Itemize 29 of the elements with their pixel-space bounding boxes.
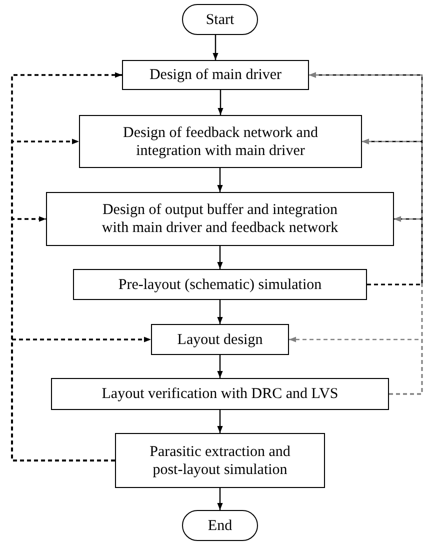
arrow [217,168,223,192]
arrow [217,300,223,324]
step-label: Start [206,10,234,28]
feedback-arrow [367,216,423,286]
process-box [115,433,325,488]
process-box [73,269,367,300]
process-box [151,324,289,355]
arrow [217,410,223,433]
arrow [217,246,223,269]
feedback-arrow [11,336,151,462]
arrow [212,35,218,60]
process-box [122,60,309,90]
step-label: Design of main driver [149,66,282,84]
arrow [217,488,223,510]
step-label: Layout verification with DRC and LVS [102,385,338,403]
terminal-box [182,4,258,35]
feedback-arrow [289,336,423,395]
terminal-box [182,510,258,541]
process-box [79,115,362,168]
process-box [46,192,394,246]
step-label: End [208,516,232,534]
arrow [218,90,224,115]
step-label: Design of output buffer and integration with main driver and feedback network [100,201,340,237]
step-label: Layout design [177,330,263,348]
step-label: Pre-layout (schematic) simulation [118,276,322,294]
step-label: Design of feedback network and integration with main driver [122,124,319,160]
arrow [217,355,223,378]
step-label: Parasitic extraction and post-layout simulation [148,442,292,478]
process-box [51,378,389,410]
